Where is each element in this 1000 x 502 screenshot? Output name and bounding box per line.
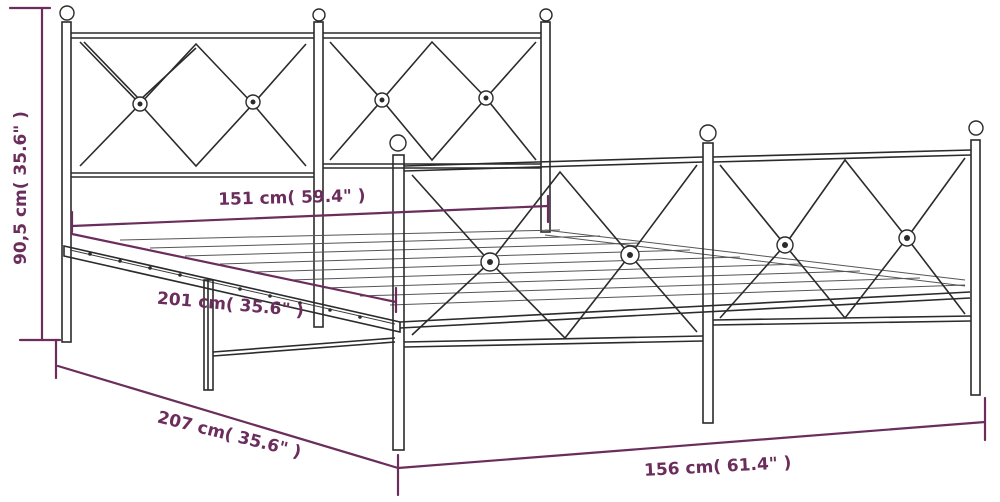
dimension-lines — [8, 6, 987, 497]
footboard — [389, 120, 984, 451]
height-label: 90,5 cm( 35.6" ) — [11, 111, 31, 265]
side-rail — [63, 244, 401, 391]
total-width-dimension-line — [396, 420, 987, 470]
inner-length-dimension-line — [70, 232, 398, 304]
headboard — [59, 5, 553, 343]
total-length-label: 207 cm( 35.6" ) — [155, 408, 303, 463]
slats — [119, 229, 971, 329]
headboard-width-dimension-line — [70, 204, 550, 228]
total-length-dimension-line — [56, 364, 400, 470]
bed-frame-illustration — [59, 5, 984, 451]
headboard-width-label: 151 cm( 59.4" ) — [218, 186, 366, 210]
total-width-label: 156 cm( 61.4" ) — [644, 453, 792, 481]
